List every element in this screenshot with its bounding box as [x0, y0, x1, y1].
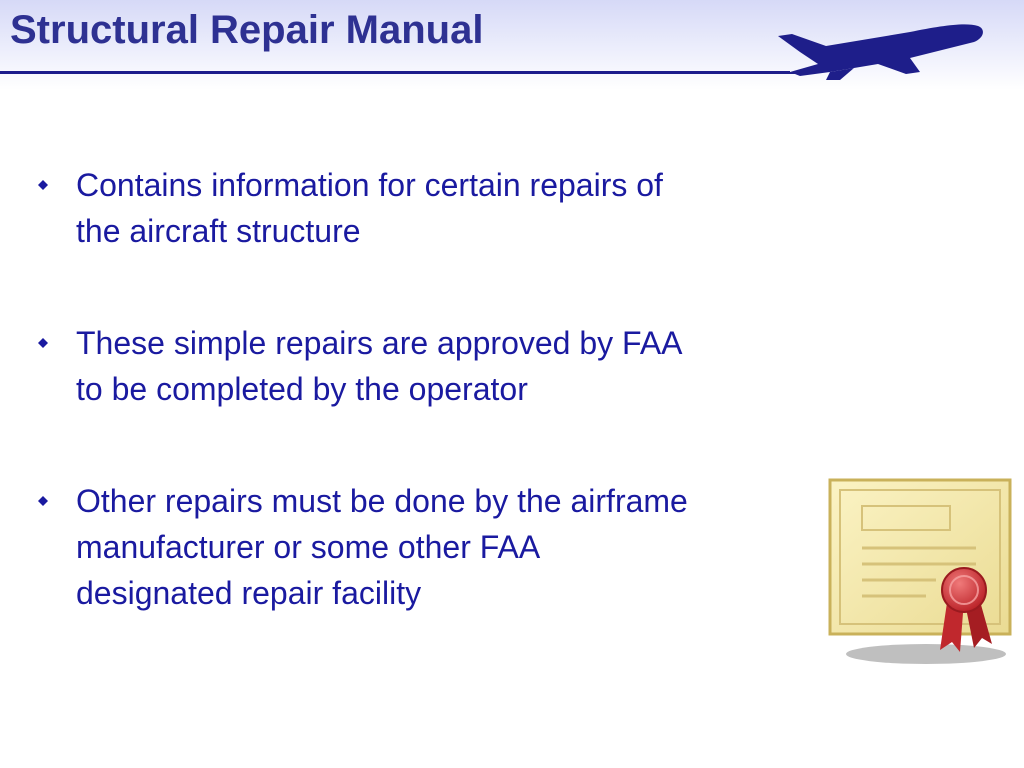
bullet-item: Other repairs must be done by the airfra…: [36, 478, 836, 616]
diamond-icon: [38, 338, 48, 348]
bullet-item: These simple repairs are approved by FAA…: [36, 320, 836, 412]
diamond-icon: [38, 180, 48, 190]
certificate-icon: [828, 478, 1012, 664]
bullet-text-line: designated repair facility: [76, 575, 422, 611]
bullet-text-line: Other repairs must be done by the airfra…: [76, 483, 688, 519]
bullet-text-line: Contains information for certain repairs…: [76, 167, 663, 203]
bullet-text-line: These simple repairs are approved by FAA: [76, 325, 683, 361]
bullet-text-line: the aircraft structure: [76, 213, 361, 249]
airplane-icon: [760, 24, 983, 80]
bullet-text-line: to be completed by the operator: [76, 371, 528, 407]
bullet-text-line: manufacturer or some other FAA: [76, 529, 541, 565]
bullet-item: Contains information for certain repairs…: [36, 162, 836, 254]
title-underline: [0, 71, 790, 74]
bullet-list: Contains information for certain repairs…: [36, 162, 836, 682]
diamond-icon: [38, 496, 48, 506]
slide-title: Structural Repair Manual: [10, 8, 484, 52]
